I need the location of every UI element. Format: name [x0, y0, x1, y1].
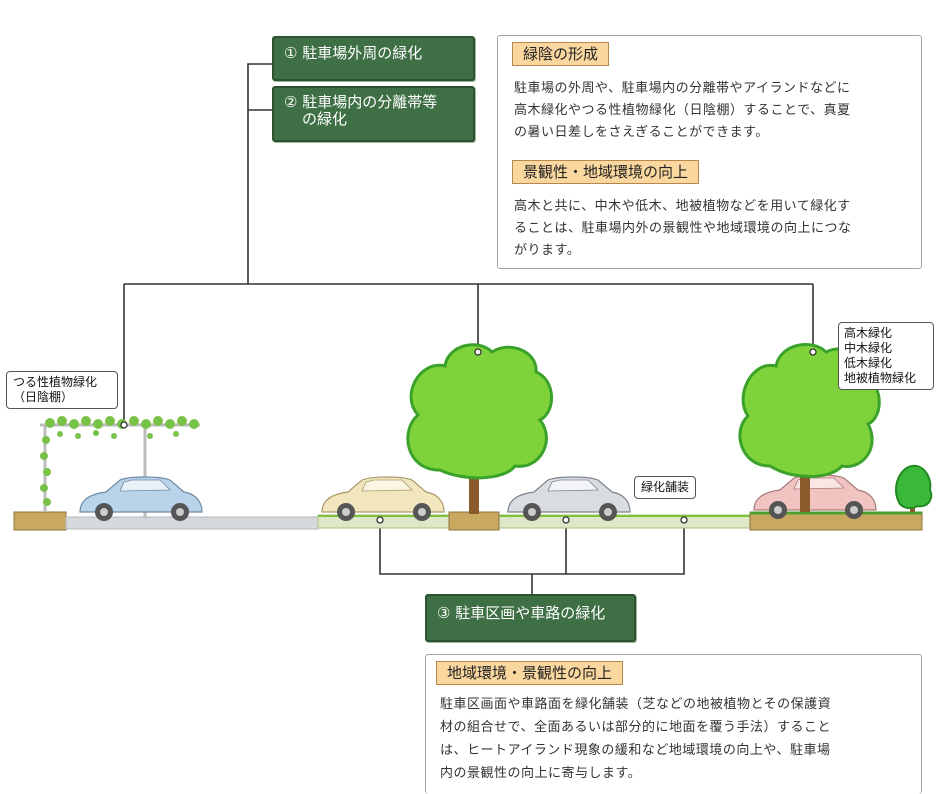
callout-median-line1: ② 駐車場内の分離帯等 [284, 93, 438, 111]
shade-body: 駐車場の外周や、駐車場内の分離帯やアイランドなどに 高木緑化やつる性植物緑化（日… [514, 78, 851, 144]
car-blue [79, 476, 203, 521]
ground-pointer-dot [376, 516, 384, 524]
green-paving-text: 緑化舗装 [641, 480, 690, 494]
tree-right-pointer-dot [809, 348, 817, 356]
shade-line: の暑い日差しをさえぎることができます。 [514, 125, 769, 140]
callout-parking-greening: ③ 駐車区画や車路の緑化 [425, 594, 636, 642]
tree-center-pointer-dot [474, 348, 482, 356]
regional-heading: 地域環境・景観性の向上 [436, 661, 624, 685]
landscape-line: がります。 [514, 243, 581, 258]
green-paving-label: 緑化舗装 [634, 476, 697, 499]
shade-line: 駐車場の外周や、駐車場内の分離帯やアイランドなどに [514, 81, 851, 96]
shade-heading: 緑陰の形成 [512, 42, 610, 66]
landscape-body: 高木と共に、中木や低木、地被植物などを用いて緑化す ることは、駐車場内外の景観性… [514, 196, 852, 262]
landscape-heading: 景観性・地域環境の向上 [512, 160, 700, 184]
tree-type-item: 中木緑化 [844, 341, 893, 355]
vine-greening-label: つる性植物緑化 （日陰棚） [6, 371, 118, 409]
tree-type-item: 高木緑化 [844, 326, 893, 340]
callout-median-greening: ② 駐車場内の分離帯等 の緑化 [272, 86, 475, 142]
landscape-line: 高木と共に、中木や低木、地被植物などを用いて緑化す [514, 199, 851, 214]
car-silver [507, 476, 631, 521]
connector-lines [123, 63, 814, 594]
ground-pointer-dot [680, 516, 688, 524]
car-cream [321, 476, 445, 521]
tree-center [406, 343, 553, 514]
info-box-shade-landscape: 緑陰の形成 駐車場の外周や、駐車場内の分離帯やアイランドなどに 高木緑化やつる性… [497, 35, 922, 269]
shade-line: 高木緑化やつる性植物緑化（日陰棚）することで、真夏 [514, 103, 851, 118]
vine-label-line: つる性植物緑化 [13, 375, 98, 389]
regional-line: 駐車区画面や車路面を緑化舗装（芝などの地被植物とその保護資 [440, 697, 832, 712]
info-box-regional-environment: 地域環境・景観性の向上 駐車区画面や車路面を緑化舗装（芝などの地被植物とその保護… [425, 654, 922, 794]
tree-types-label: 高木緑化 中木緑化 低木緑化 地被植物緑化 [838, 322, 934, 390]
left-planting-bed [13, 511, 67, 531]
shrub [894, 464, 933, 512]
vine-pointer-dot [120, 421, 128, 429]
regional-body: 駐車区画面や車路面を緑化舗装（芝などの地被植物とその保護資 材の組合せで、全面あ… [440, 693, 831, 785]
median-island [448, 511, 500, 531]
vine-foliage [40, 416, 199, 506]
regional-line: 内の景観性の向上に寄与します。 [440, 766, 642, 781]
callout-perimeter-text: ① 駐車場外周の緑化 [284, 44, 423, 62]
tree-type-item: 低木緑化 [844, 356, 893, 370]
vine-label-line: （日陰棚） [13, 390, 74, 404]
callout-perimeter-greening: ① 駐車場外周の緑化 [272, 36, 475, 81]
ground-pointer-dot [562, 516, 570, 524]
regional-line: 材の組合せで、全面あるいは部分的に地面を覆う手法）すること [440, 720, 831, 735]
callout-median-line2: の緑化 [302, 110, 348, 128]
landscape-line: ることは、駐車場内外の景観性や地域環境の向上につな [514, 221, 852, 236]
regional-line: は、ヒートアイランド現象の緩和など地域環境の向上や、駐車場 [440, 743, 831, 758]
callout-parking-text: ③ 駐車区画や車路の緑化 [437, 604, 606, 622]
tree-type-item: 地被植物緑化 [844, 371, 917, 385]
